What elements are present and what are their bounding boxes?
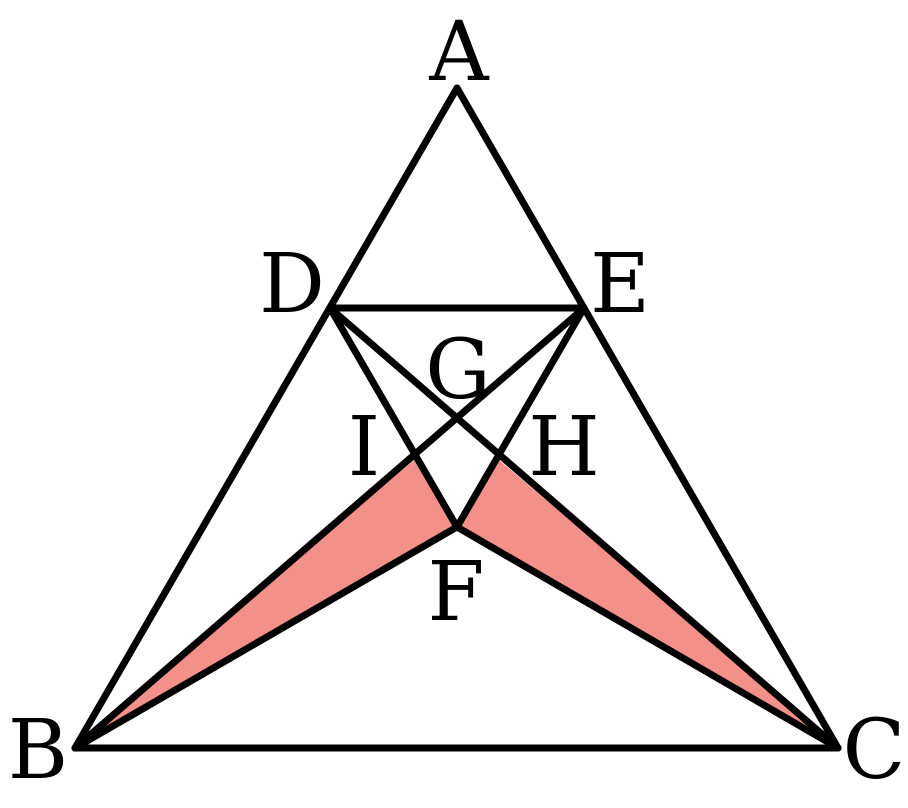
segment-CF [453, 523, 842, 752]
label-H: H [528, 400, 600, 495]
segment-BF [71, 523, 461, 752]
segment-DC [326, 304, 842, 752]
shaded-region-right [457, 460, 838, 748]
label-D: D [259, 237, 325, 332]
segment-EF [453, 304, 588, 531]
segment-AB [71, 84, 461, 752]
segment-DF [326, 304, 461, 531]
shaded-region-left [75, 460, 457, 748]
label-I: I [348, 400, 380, 495]
label-G: G [425, 323, 491, 418]
label-F: F [428, 545, 485, 640]
segment-AC [453, 84, 842, 752]
label-A: A [428, 5, 490, 100]
label-E: E [590, 237, 650, 332]
label-B: B [8, 703, 68, 798]
segment-EB [71, 304, 588, 752]
label-C: C [843, 703, 906, 798]
